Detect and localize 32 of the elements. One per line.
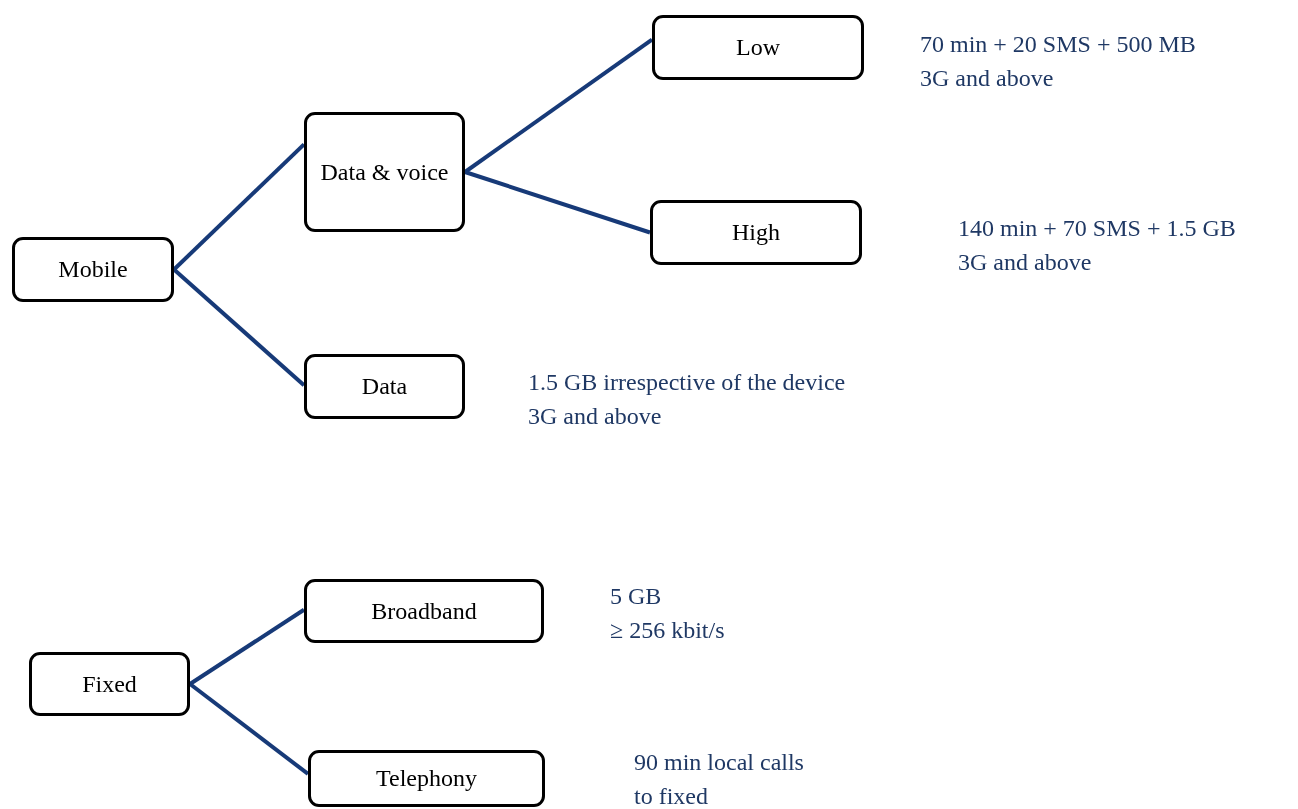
plan-note: 90 min local calls: [634, 748, 804, 777]
node-label: Data & voice: [320, 157, 449, 187]
category-box: [308, 750, 545, 807]
category-box: [650, 200, 862, 265]
plan-note: 3G and above: [920, 63, 1055, 93]
category-box: [304, 354, 465, 419]
node-label: Telephony: [376, 764, 477, 793]
node-label: Low: [736, 33, 780, 62]
plan-note: 3G and above: [958, 247, 1093, 277]
plan-note: 3G and above: [528, 401, 663, 431]
node-label: Data: [361, 372, 408, 401]
connector-line: [188, 608, 306, 686]
plan-note: to fixed: [634, 781, 709, 809]
plan-note: ≥ 256 kbit/s: [610, 615, 725, 645]
category-box: [304, 112, 465, 232]
connector-line: [172, 268, 306, 387]
plan-note: 5 GB: [610, 582, 663, 611]
connector-line: [463, 38, 654, 174]
node-label: Mobile: [58, 255, 128, 284]
category-box: [304, 579, 544, 643]
category-box: [652, 15, 864, 80]
connector-line: [172, 142, 306, 271]
node-label: Fixed: [82, 669, 137, 699]
category-box: [29, 652, 190, 716]
connector-line: [188, 682, 310, 776]
connector-line: [464, 170, 651, 235]
node-label: Broadband: [371, 596, 477, 626]
category-box: [12, 237, 174, 302]
plan-note: 1.5 GB irrespective of the device: [528, 368, 846, 397]
node-label: High: [732, 218, 780, 247]
plan-note: 140 min + 70 SMS + 1.5 GB: [958, 214, 1236, 243]
plan-note: 70 min + 20 SMS + 500 MB: [920, 30, 1196, 59]
